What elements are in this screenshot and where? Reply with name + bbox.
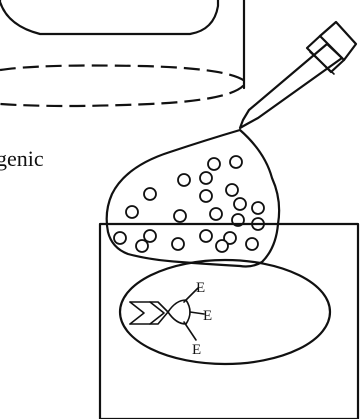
arm-lower xyxy=(184,322,196,340)
bead xyxy=(226,184,238,196)
inner-well xyxy=(120,260,330,364)
bead xyxy=(208,158,220,170)
enzyme-label-upper: E xyxy=(196,280,205,296)
bead xyxy=(172,238,184,250)
dropper-collar-line xyxy=(310,52,334,74)
bead xyxy=(252,202,264,214)
bead xyxy=(174,210,186,222)
bead xyxy=(230,156,242,168)
arm-middle xyxy=(190,312,204,314)
bead xyxy=(234,198,246,210)
bead xyxy=(144,230,156,242)
bead xyxy=(216,240,228,252)
bead-cluster xyxy=(114,156,264,252)
caption-fragment: genic xyxy=(0,146,44,171)
antibody-complex: E E E xyxy=(130,280,212,358)
bead xyxy=(200,172,212,184)
lower-chamber xyxy=(100,224,358,419)
bead xyxy=(114,232,126,244)
dropper xyxy=(240,22,356,128)
bead xyxy=(178,174,190,186)
dropper-tube xyxy=(240,44,342,128)
antibody-body xyxy=(130,302,168,324)
bead xyxy=(136,240,148,252)
enzyme-label-lower: E xyxy=(192,342,201,358)
antibody-head xyxy=(168,300,190,324)
enzyme-label-middle: E xyxy=(203,308,212,324)
bead xyxy=(200,190,212,202)
bead xyxy=(246,238,258,250)
top-container-dashed-rim xyxy=(0,66,246,107)
antibody-notch xyxy=(130,302,144,324)
top-container-inner-curve xyxy=(0,0,218,34)
bead xyxy=(144,188,156,200)
bead xyxy=(126,206,138,218)
bead xyxy=(200,230,212,242)
bead xyxy=(210,208,222,220)
top-container xyxy=(0,0,246,106)
